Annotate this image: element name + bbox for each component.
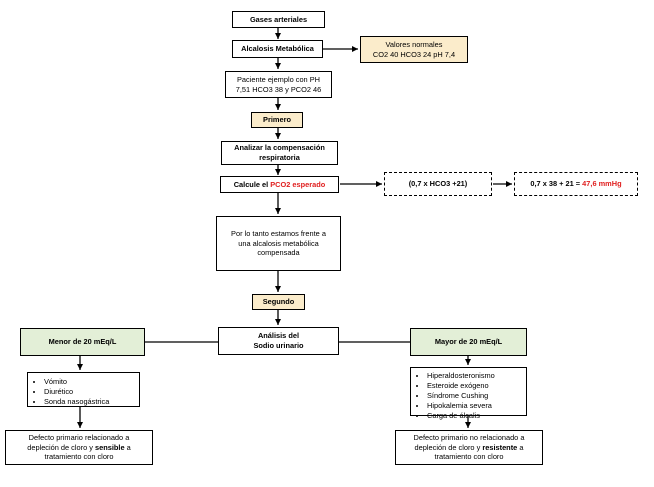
node-primero: Primero <box>251 112 303 128</box>
node-resultado: 0,7 x 38 + 21 = 47,6 mmHg <box>514 172 638 196</box>
node-valores-normales: Valores normales CO2 40 HCO3 24 pH 7,4 <box>360 36 468 63</box>
node-analizar-line2: respiratoria <box>259 153 300 162</box>
node-defecto-sensible-suffix: a <box>124 442 131 452</box>
node-analisis-line2: Sodio urinario <box>253 341 304 350</box>
node-analizar-line1: Analizar la compensación <box>234 143 325 153</box>
node-paciente-line1: Paciente ejemplo con PH <box>237 74 320 84</box>
node-defecto-sensible-line1: Defecto primario relacionado a <box>28 433 130 443</box>
node-gases-label: Gases arteriales <box>249 14 308 24</box>
node-calcule-label: Calcule el PCO2 esperado <box>234 180 326 190</box>
node-conclusion-line1: Por lo tanto estamos frente a <box>231 229 326 239</box>
node-analisis-sodio: Análisis del Sodio urinario <box>218 327 339 355</box>
node-menor-label: Menor de 20 mEq/L <box>48 337 117 347</box>
node-paciente-ejemplo: Paciente ejemplo con PH 7,51 HCO3 38 y P… <box>225 71 332 98</box>
node-analizar-compensacion: Analizar la compensación respiratoria <box>221 141 338 165</box>
node-defecto-sensible-line2: depleción de cloro y sensible a <box>27 443 131 453</box>
node-mayor-label: Mayor de 20 mEq/L <box>434 337 503 347</box>
node-paciente-line2: 7,51 HCO3 38 y PCO2 46 <box>235 84 322 94</box>
node-formula-label: (0,7 x HCO3 +21) <box>408 179 468 189</box>
node-alcalosis-metabolica: Alcalosis Metabólica <box>232 40 323 58</box>
list-resistentes-items: HiperaldosteronismoEsteroide exógenoSínd… <box>417 371 520 421</box>
node-defecto-sensible: Defecto primario relacionado a depleción… <box>5 430 153 465</box>
node-defecto-resistente-line3: tratamiento con cloro <box>434 452 504 462</box>
list-item: Sonda nasogástrica <box>44 397 133 407</box>
node-alcalosis-label: Alcalosis Metabólica <box>241 44 314 54</box>
node-primero-label: Primero <box>263 115 291 125</box>
node-defecto-resistente-suffix: a <box>517 442 524 452</box>
list-item: Hiperaldosteronismo <box>427 371 520 381</box>
node-defecto-resistente-line2: depleción de cloro y resistente a <box>415 443 524 453</box>
node-conclusion-line3: compensada <box>257 248 300 258</box>
node-conclusion-line2: una alcalosis metabólica <box>238 238 319 248</box>
node-resultado-label: 0,7 x 38 + 21 = 47,6 mmHg <box>530 179 621 189</box>
node-defecto-sensible-prefix: depleción de cloro y <box>27 442 96 452</box>
list-sensibles-items: VómitoDiuréticoSonda nasogástrica <box>34 377 133 407</box>
node-normales-line2: CO2 40 HCO3 24 pH 7,4 <box>372 49 456 59</box>
list-item: Diurético <box>44 387 133 397</box>
node-defecto-resistente: Defecto primario no relacionado a deplec… <box>395 430 543 465</box>
node-segundo: Segundo <box>252 294 305 310</box>
node-calcule-highlight: PCO2 esperado <box>270 179 326 189</box>
node-calcule-pco2: Calcule el PCO2 esperado <box>220 176 339 193</box>
node-conclusion-compensada: Por lo tanto estamos frente a una alcalo… <box>216 216 341 271</box>
list-item: Esteroide exógeno <box>427 381 520 391</box>
list-item: Síndrome Cushing <box>427 391 520 401</box>
node-resultado-prefix: 0,7 x 38 + 21 = <box>530 179 583 189</box>
node-defecto-sensible-line3: tratamiento con cloro <box>44 452 114 462</box>
list-causas-resistentes: HiperaldosteronismoEsteroide exógenoSínd… <box>410 367 527 420</box>
list-causas-sensibles: VómitoDiuréticoSonda nasogástrica <box>27 372 140 407</box>
list-item: Vómito <box>44 377 133 387</box>
node-normales-line1: Valores normales <box>385 39 443 49</box>
node-defecto-sensible-bold: sensible <box>95 442 125 452</box>
node-formula: (0,7 x HCO3 +21) <box>384 172 492 196</box>
node-mayor-20: Mayor de 20 mEq/L <box>410 328 527 356</box>
node-analisis-line1: Análisis del <box>257 331 300 341</box>
node-defecto-resistente-bold: resistente <box>482 442 518 452</box>
list-item: Hipokalemia severa <box>427 401 520 411</box>
node-resultado-highlight: 47,6 mmHg <box>582 179 622 189</box>
node-gases-arteriales: Gases arteriales <box>232 11 325 28</box>
node-calcule-prefix: Calcule el <box>233 179 271 189</box>
node-menor-20: Menor de 20 mEq/L <box>20 328 145 356</box>
node-defecto-resistente-line1: Defecto primario no relacionado a <box>413 433 525 443</box>
node-defecto-resistente-prefix: depleción de cloro y <box>414 442 483 452</box>
list-item: Carga de álcalis <box>427 411 520 421</box>
node-segundo-label: Segundo <box>262 297 295 307</box>
